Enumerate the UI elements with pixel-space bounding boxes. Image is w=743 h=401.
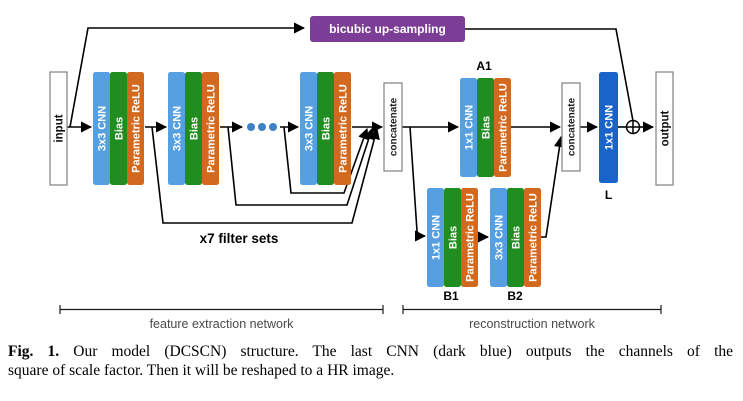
conv-layer-bar <box>490 188 507 287</box>
skip-connection-3 <box>283 126 369 194</box>
bicubic-upsampling-box: bicubic up-sampling <box>310 16 465 42</box>
conv-layer-bar <box>460 78 477 177</box>
input-box: input <box>49 71 68 186</box>
elementwise-sum-icon <box>625 119 641 135</box>
conv-group-b2: 3x3 CNN Bias Parametric ReLU <box>490 188 541 287</box>
bias-layer-label: Bias <box>447 226 459 249</box>
ellipsis-dot <box>247 123 255 131</box>
conv-layer-bar <box>93 72 110 185</box>
conv-layer-bar <box>300 72 317 185</box>
bias-layer-label: Bias <box>510 226 522 249</box>
output-box-rect <box>655 71 674 186</box>
bias-layer-label: Bias <box>320 117 332 140</box>
conv-layer-label: 1x1 CNN <box>430 215 442 260</box>
conv-layer-bar <box>168 72 185 185</box>
caption-line-2: square of scale factor. Then it will be … <box>8 361 395 379</box>
conv-layer-bar <box>427 188 444 287</box>
prelu-layer-bar <box>494 78 511 177</box>
last-conv-bar <box>599 72 618 183</box>
conv-group-7: 3x3 CNN Bias Parametric ReLU <box>300 72 351 185</box>
input-box-rect <box>49 71 68 186</box>
sum-plus <box>626 120 640 134</box>
prelu-layer-bar <box>334 72 351 185</box>
concatenate-box-2: concatenate <box>561 82 581 172</box>
conv-group-2: 3x3 CNN Bias Parametric ReLU <box>168 72 219 185</box>
bias-layer-bar <box>444 188 461 287</box>
input-label: input <box>54 114 66 142</box>
bias-layer-label: Bias <box>480 116 492 139</box>
bias-layer-bar <box>317 72 334 185</box>
reconstruction-network-label: reconstruction network <box>469 317 596 331</box>
ellipsis-dot <box>269 123 277 131</box>
ellipsis-dot <box>258 123 266 131</box>
feature-network-label: feature extraction network <box>150 317 295 331</box>
concatenate2-rect <box>561 82 581 172</box>
b2-to-concat2-arrow <box>541 135 566 238</box>
prelu-layer-label: Parametric ReLU <box>337 84 349 173</box>
caption-figure-number: Fig. 1. <box>8 343 60 360</box>
bicubic-to-sum-line <box>465 28 634 122</box>
repeat-layers-ellipsis <box>247 123 277 131</box>
tag-b1: B1 <box>443 289 459 303</box>
last-conv-layer: 1x1 CNN <box>599 72 618 183</box>
filter-sets-note: x7 filter sets <box>200 231 279 246</box>
feature-network-bracket <box>59 305 384 314</box>
conv-layer-label: 3x3 CNN <box>96 106 108 151</box>
bias-layer-bar <box>110 72 127 185</box>
conv-layer-label: 3x3 CNN <box>171 106 183 151</box>
prelu-layer-bar <box>127 72 144 185</box>
conv-layer-label: 3x3 CNN <box>493 215 505 260</box>
tag-l: L <box>605 188 612 202</box>
concatenate1-label: concatenate <box>389 97 400 156</box>
skip-connection-2 <box>227 126 375 206</box>
bias-layer-label: Bias <box>188 117 200 140</box>
input-to-bicubic-line <box>69 22 306 128</box>
bicubic-label: bicubic up-sampling <box>329 22 446 36</box>
prelu-layer-bar <box>202 72 219 185</box>
conv-layer-label: 3x3 CNN <box>303 106 315 151</box>
prelu-layer-bar <box>524 188 541 287</box>
caption-line-1: Fig. 1. Our model (DCSCN) structure. The… <box>8 343 733 362</box>
output-label: output <box>660 110 672 146</box>
concatenate-box-1: concatenate <box>383 82 403 172</box>
bicubic-box-rect <box>310 16 465 42</box>
prelu-layer-label: Parametric ReLU <box>130 84 142 173</box>
prelu-layer-label: Parametric ReLU <box>464 193 476 282</box>
skip-connection-1 <box>151 126 380 224</box>
bias-layer-bar <box>185 72 202 185</box>
prelu-layer-label: Parametric ReLU <box>497 83 509 172</box>
concatenate2-label: concatenate <box>567 97 578 156</box>
bias-layer-bar <box>507 188 524 287</box>
conv-group-1: 3x3 CNN Bias Parametric ReLU <box>93 72 144 185</box>
figure-caption: Fig. 1. Our model (DCSCN) structure. The… <box>8 343 733 380</box>
tag-b2: B2 <box>507 289 523 303</box>
last-conv-label: 1x1 CNN <box>603 105 615 150</box>
prelu-layer-bar <box>461 188 478 287</box>
tag-a1: A1 <box>476 59 492 73</box>
prelu-layer-label: Parametric ReLU <box>205 84 217 173</box>
caption-line-1-text: Our model (DCSCN) structure. The last CN… <box>73 343 734 360</box>
output-box: output <box>655 71 674 186</box>
conv-layer-label: 1x1 CNN <box>463 105 475 150</box>
concatenate1-rect <box>383 82 403 172</box>
prelu-layer-label: Parametric ReLU <box>527 193 539 282</box>
dcscn-diagram: bicubic up-sampling input 3x3 CNN Bias P… <box>49 16 674 331</box>
conv-group-b1: 1x1 CNN Bias Parametric ReLU <box>427 188 478 287</box>
conv-group-a1: 1x1 CNN Bias Parametric ReLU <box>460 78 511 177</box>
bias-layer-bar <box>477 78 494 177</box>
reconstruction-network-bracket <box>402 305 662 314</box>
concat-to-b1-arrow <box>409 126 427 242</box>
bias-layer-label: Bias <box>113 117 125 140</box>
